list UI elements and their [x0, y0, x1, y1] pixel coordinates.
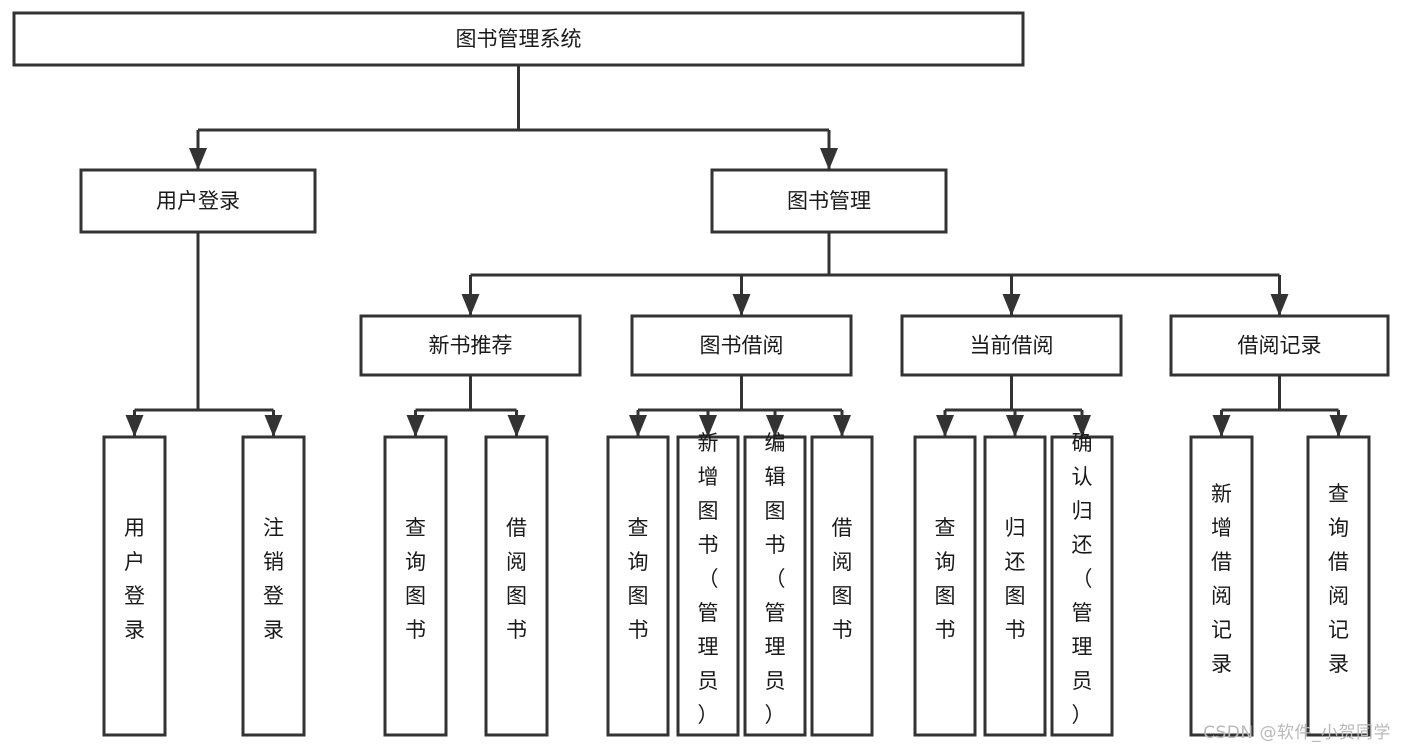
node-box-leaf-user-login — [102, 435, 167, 737]
arrow-head-icon-leaf-return-book — [1006, 415, 1024, 437]
node-box-leaf-borrow-books-recommend — [484, 435, 549, 737]
node-box-leaf-return-book — [983, 435, 1047, 737]
arrow-head-icon-leaf-query-books-current — [936, 415, 954, 437]
node-label-leaf-confirm-return: 确认归还（管理员） — [1072, 431, 1093, 727]
arrow-head-icon-leaf-add-borrow-record — [1212, 415, 1231, 437]
node-box-book-management — [710, 168, 948, 234]
watermark-text: CSDN @软件_小贺同学 — [1203, 723, 1391, 743]
node-leaf-logout[interactable]: 注销登录 — [241, 435, 306, 737]
arrow-head-icon-leaf-user-login — [125, 415, 144, 437]
node-leaf-confirm-return[interactable]: 确认归还（管理员） — [1050, 431, 1114, 737]
node-box-current-borrow — [900, 314, 1123, 377]
node-leaf-borrow-book[interactable]: 借阅图书 — [810, 435, 874, 737]
arrow-head-icon-leaf-confirm-return — [1073, 415, 1091, 437]
node-leaf-query-books-recommend[interactable]: 查询图书 — [383, 435, 448, 737]
arrow-head-icon-leaf-borrow-books-recommend — [507, 415, 526, 437]
node-leaf-query-books-current[interactable]: 查询图书 — [913, 435, 977, 737]
node-leaf-user-login[interactable]: 用户登录 — [102, 435, 167, 737]
arrow-head-icon-borrow-records — [1270, 294, 1289, 316]
node-box-leaf-confirm-return — [1050, 435, 1114, 737]
node-label-leaf-query-books-recommend: 查询图书 — [405, 516, 426, 642]
node-box-leaf-borrow-book — [810, 435, 874, 737]
arrow-head-icon-book-borrow — [732, 294, 751, 316]
node-label-book-borrow: 图书借阅 — [700, 334, 784, 358]
node-label-leaf-borrow-book: 借阅图书 — [832, 516, 853, 642]
node-box-leaf-edit-book — [743, 435, 807, 737]
node-leaf-add-borrow-record[interactable]: 新增借阅记录 — [1189, 435, 1254, 737]
arrow-head-icon-leaf-borrow-book — [833, 415, 851, 437]
node-label-leaf-add-book: 新增图书（管理员） — [698, 431, 719, 727]
node-box-borrow-records — [1169, 314, 1390, 377]
node-borrow-records[interactable]: 借阅记录 — [1169, 314, 1390, 377]
node-label-new-book-recommend: 新书推荐 — [429, 334, 513, 358]
node-label-leaf-add-borrow-record: 新增借阅记录 — [1211, 482, 1232, 676]
arrow-head-icon-book-management — [820, 148, 838, 170]
node-box-leaf-add-borrow-record — [1189, 435, 1254, 737]
node-label-leaf-user-login: 用户登录 — [124, 516, 145, 642]
node-label-leaf-edit-book: 编辑图书（管理员） — [765, 431, 786, 727]
arrow-head-icon-leaf-edit-book — [766, 415, 784, 437]
node-box-leaf-query-books-current — [913, 435, 977, 737]
node-label-current-borrow: 当前借阅 — [970, 334, 1054, 358]
node-label-leaf-query-books-current: 查询图书 — [935, 516, 956, 642]
node-label-leaf-return-book: 归还图书 — [1005, 516, 1026, 642]
node-root[interactable]: 图书管理系统 — [12, 11, 1025, 67]
node-label-root: 图书管理系统 — [456, 27, 582, 51]
node-box-book-borrow — [630, 314, 853, 377]
node-label-book-management: 图书管理 — [787, 189, 871, 213]
connector-layer — [125, 65, 1348, 437]
node-label-user-login: 用户登录 — [156, 189, 240, 213]
arrow-head-icon-new-book-recommend — [461, 294, 480, 316]
node-box-leaf-query-books-recommend — [383, 435, 448, 737]
node-leaf-add-book[interactable]: 新增图书（管理员） — [676, 431, 740, 737]
node-leaf-borrow-books-recommend[interactable]: 借阅图书 — [484, 435, 549, 737]
node-leaf-edit-book[interactable]: 编辑图书（管理员） — [743, 431, 807, 737]
node-leaf-query-books-borrow[interactable]: 查询图书 — [606, 435, 670, 737]
node-leaf-query-borrow-record[interactable]: 查询借阅记录 — [1306, 435, 1371, 737]
node-label-leaf-logout: 注销登录 — [263, 516, 284, 642]
node-book-borrow[interactable]: 图书借阅 — [630, 314, 853, 377]
node-box-leaf-logout — [241, 435, 306, 737]
node-label-leaf-query-borrow-record: 查询借阅记录 — [1328, 482, 1349, 676]
arrow-head-icon-user-login — [189, 148, 207, 170]
node-leaf-return-book[interactable]: 归还图书 — [983, 435, 1047, 737]
arrow-head-icon-leaf-add-book — [699, 415, 717, 437]
node-label-borrow-records: 借阅记录 — [1238, 334, 1322, 358]
node-box-user-login — [79, 168, 317, 234]
node-label-leaf-borrow-books-recommend: 借阅图书 — [506, 516, 527, 642]
node-box-leaf-add-book — [676, 435, 740, 737]
node-current-borrow[interactable]: 当前借阅 — [900, 314, 1123, 377]
node-user-login[interactable]: 用户登录 — [79, 168, 317, 234]
node-box-leaf-query-books-borrow — [606, 435, 670, 737]
arrow-head-icon-leaf-logout — [264, 415, 283, 437]
node-label-leaf-query-books-borrow: 查询图书 — [628, 516, 649, 642]
node-book-management[interactable]: 图书管理 — [710, 168, 948, 234]
node-box-root — [12, 11, 1025, 67]
arrow-head-icon-leaf-query-books-borrow — [629, 415, 647, 437]
arrow-head-icon-leaf-query-books-recommend — [406, 415, 425, 437]
arrow-head-icon-current-borrow — [1002, 294, 1021, 316]
node-layer: 图书管理系统用户登录图书管理新书推荐图书借阅当前借阅借阅记录用户登录注销登录查询… — [12, 11, 1390, 737]
node-box-leaf-query-borrow-record — [1306, 435, 1371, 737]
node-box-new-book-recommend — [359, 314, 582, 377]
node-new-book-recommend[interactable]: 新书推荐 — [359, 314, 582, 377]
arrow-head-icon-leaf-query-borrow-record — [1329, 415, 1348, 437]
